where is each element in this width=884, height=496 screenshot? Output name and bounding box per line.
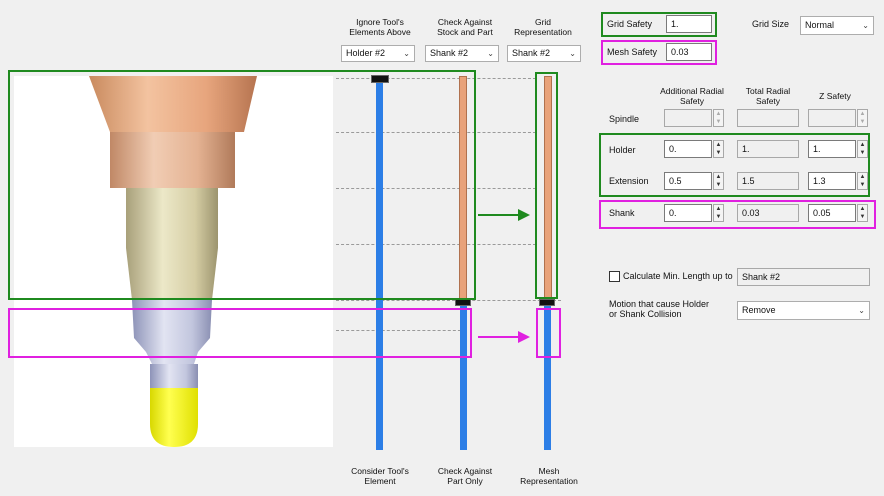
shank-total-field: 0.03 — [737, 204, 799, 222]
additional-radial-header-l1: Additional Radial — [660, 86, 724, 96]
grid-safety-highlight — [601, 12, 717, 37]
holder-additional-spinner[interactable]: ▲▼ — [713, 140, 724, 158]
holder-shape — [89, 76, 257, 132]
extension-z-spinner[interactable]: ▲▼ — [857, 172, 868, 190]
grid-size-label: Grid Size — [752, 19, 790, 29]
extension-additional-spinner[interactable]: ▲▼ — [713, 172, 724, 190]
motion-label-l1: Motion that cause Holder — [609, 299, 710, 309]
shank-label: Shank — [609, 208, 635, 218]
grid-representation-value: Shank #2 — [512, 48, 551, 58]
spindle-label: Spindle — [609, 114, 640, 124]
shank-z-input[interactable]: 0.05 — [808, 204, 856, 222]
extension-label: Extension — [609, 176, 649, 186]
calc-min-length-checkbox[interactable] — [609, 271, 620, 282]
total-radial-header-l1: Total Radial — [745, 86, 791, 96]
holder-z-spinner[interactable]: ▲▼ — [857, 140, 868, 158]
grid-header-l2: Representation — [514, 27, 572, 37]
check-footer-l2: Part Only — [447, 476, 483, 486]
grid-footer-l1: Mesh — [538, 466, 560, 476]
spindle-z-input[interactable] — [808, 109, 856, 127]
chevron-down-icon: ⌄ — [862, 21, 869, 30]
shank-z-spinner[interactable]: ▲▼ — [857, 204, 868, 222]
z-safety-header: Z Safety — [819, 91, 851, 101]
calc-min-length-field: Shank #2 — [737, 268, 870, 286]
green-arrow-icon — [478, 209, 530, 221]
ignore-header-l2: Elements Above — [349, 27, 411, 37]
extension-lower-shape — [126, 248, 218, 300]
tool-preview — [14, 76, 333, 447]
mesh-representation-track[interactable] — [544, 306, 551, 450]
shank-additional-spinner[interactable]: ▲▼ — [713, 204, 724, 222]
grid-safety-label: Grid Safety — [607, 19, 653, 29]
tool-drawing — [89, 76, 257, 447]
check-against-value: Shank #2 — [430, 48, 469, 58]
holder-z-input[interactable]: 1. — [808, 140, 856, 158]
neck-shape — [150, 364, 198, 388]
shank-table-highlight — [599, 200, 876, 229]
chevron-down-icon: ⌄ — [858, 306, 865, 315]
shank-additional-input[interactable]: 0. — [664, 204, 712, 222]
calc-min-length-label: Calculate Min. Length up to — [623, 271, 733, 281]
holder-label: Holder — [609, 145, 636, 155]
chevron-down-icon: ⌄ — [487, 49, 494, 58]
motion-collision-dropdown[interactable]: Remove ⌄ — [737, 301, 870, 320]
ignore-header-l1: Ignore Tool's — [356, 17, 404, 27]
spindle-total-field — [737, 109, 799, 127]
ignore-elements-slider-track[interactable] — [376, 80, 383, 450]
ignore-elements-slider-handle[interactable] — [371, 75, 389, 83]
holder-lower-shape — [110, 132, 235, 188]
check-header-l1: Check Against — [437, 17, 493, 27]
ignore-elements-value: Holder #2 — [346, 48, 386, 58]
mesh-safety-label: Mesh Safety — [607, 47, 658, 57]
magenta-arrow-icon — [478, 331, 530, 343]
grid-footer-l2: Representation — [520, 476, 578, 486]
additional-radial-header-l2: Safety — [679, 96, 705, 106]
cutter-tip-shape — [150, 388, 198, 447]
extension-z-input[interactable]: 1.3 — [808, 172, 856, 190]
ignore-footer-l2: Element — [364, 476, 396, 486]
extension-upper-shape — [126, 188, 218, 248]
grid-size-dropdown[interactable]: Normal ⌄ — [800, 16, 874, 35]
grid-size-value: Normal — [805, 20, 835, 30]
shank-shape — [132, 300, 212, 364]
total-radial-header-l2: Safety — [755, 96, 781, 106]
ignore-elements-dropdown[interactable]: Holder #2 ⌄ — [341, 45, 415, 62]
grid-representation-dropdown[interactable]: Shank #2 ⌄ — [507, 45, 581, 62]
check-footer-l1: Check Against — [437, 466, 493, 476]
shank-highlight — [8, 308, 472, 358]
motion-collision-value: Remove — [742, 305, 776, 315]
spindle-additional-spinner[interactable]: ▲▼ — [713, 109, 724, 127]
holder-total-field: 1. — [737, 140, 799, 158]
grid-header-l1: Grid — [534, 17, 552, 27]
check-part-only-track[interactable] — [460, 306, 467, 450]
motion-label-l2: or Shank Collision — [609, 309, 682, 319]
grid-slider-handle[interactable] — [539, 299, 555, 306]
ignore-footer-l1: Consider Tool's — [351, 466, 409, 476]
chevron-down-icon: ⌄ — [403, 49, 410, 58]
holder-additional-input[interactable]: 0. — [664, 140, 712, 158]
extension-total-field: 1.5 — [737, 172, 799, 190]
motion-label: Motion that cause Holder or Shank Collis… — [609, 299, 709, 319]
spindle-z-spinner[interactable]: ▲▼ — [857, 109, 868, 127]
check-header-l2: Stock and Part — [437, 27, 493, 37]
check-against-slider-handle[interactable] — [455, 299, 471, 306]
grid-representation-highlight — [535, 72, 558, 299]
mesh-representation-highlight — [536, 308, 561, 358]
check-against-dropdown[interactable]: Shank #2 ⌄ — [425, 45, 499, 62]
mesh-safety-highlight — [601, 40, 717, 65]
holder-extension-table-highlight — [599, 133, 870, 197]
holder-extension-highlight — [8, 70, 476, 300]
mesh-safety-input[interactable]: 0.03 — [666, 43, 712, 61]
chevron-down-icon: ⌄ — [569, 49, 576, 58]
spindle-additional-input[interactable] — [664, 109, 712, 127]
grid-safety-input[interactable]: 1. — [666, 15, 712, 33]
extension-additional-input[interactable]: 0.5 — [664, 172, 712, 190]
